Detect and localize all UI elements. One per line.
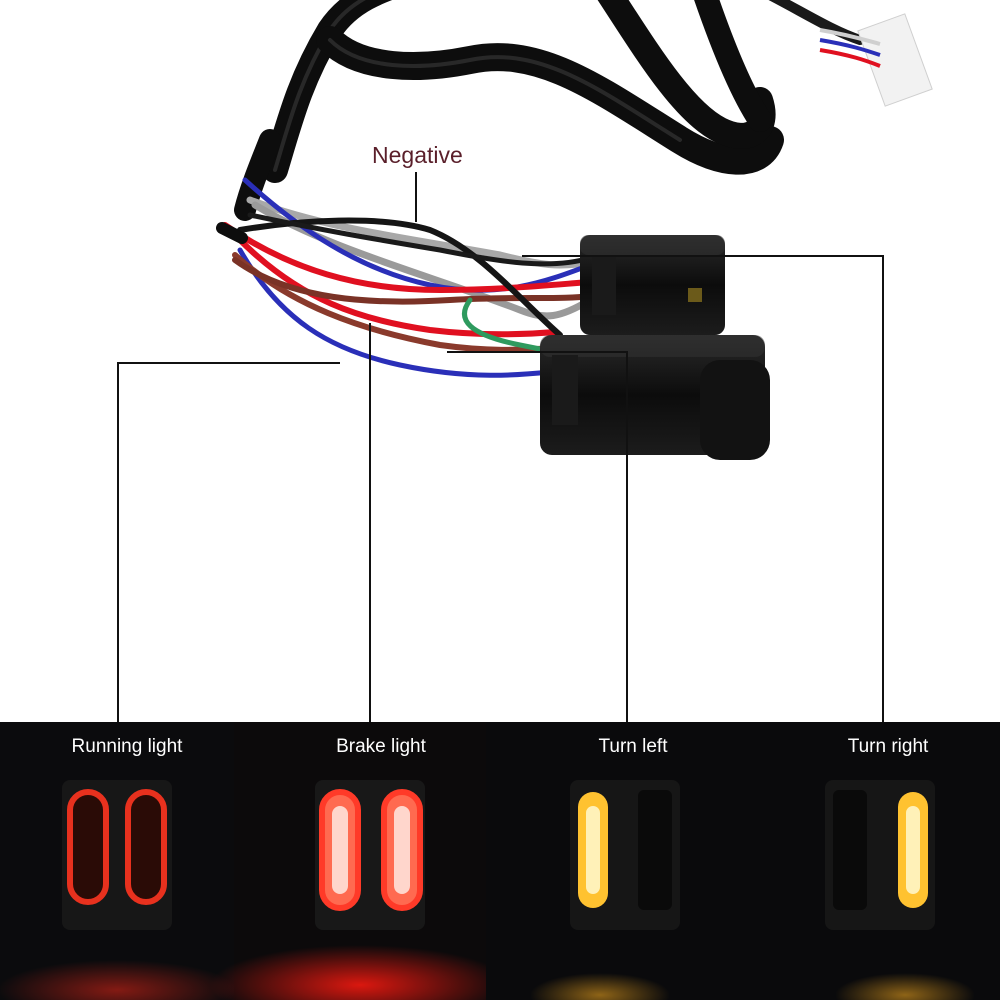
panel-running-light (0, 722, 237, 1000)
callout-lines (117, 172, 884, 722)
turn-left-label: Turn left (598, 736, 668, 757)
light-panels (0, 722, 1000, 1000)
black-connector-upper (580, 235, 725, 335)
panel-brake-light (210, 722, 510, 1000)
panel-turn-right (746, 722, 1000, 1000)
turn-right-label: Turn right (847, 736, 929, 757)
brake-light-label: Brake light (336, 736, 426, 757)
panel-turn-left (486, 722, 746, 1000)
white-connector (819, 13, 933, 107)
cable-harness (262, 0, 865, 183)
black-connector-lower (540, 335, 770, 460)
colored-wires (216, 129, 594, 378)
negative-label: Negative (372, 142, 463, 168)
running-light-label: Running light (71, 736, 183, 757)
